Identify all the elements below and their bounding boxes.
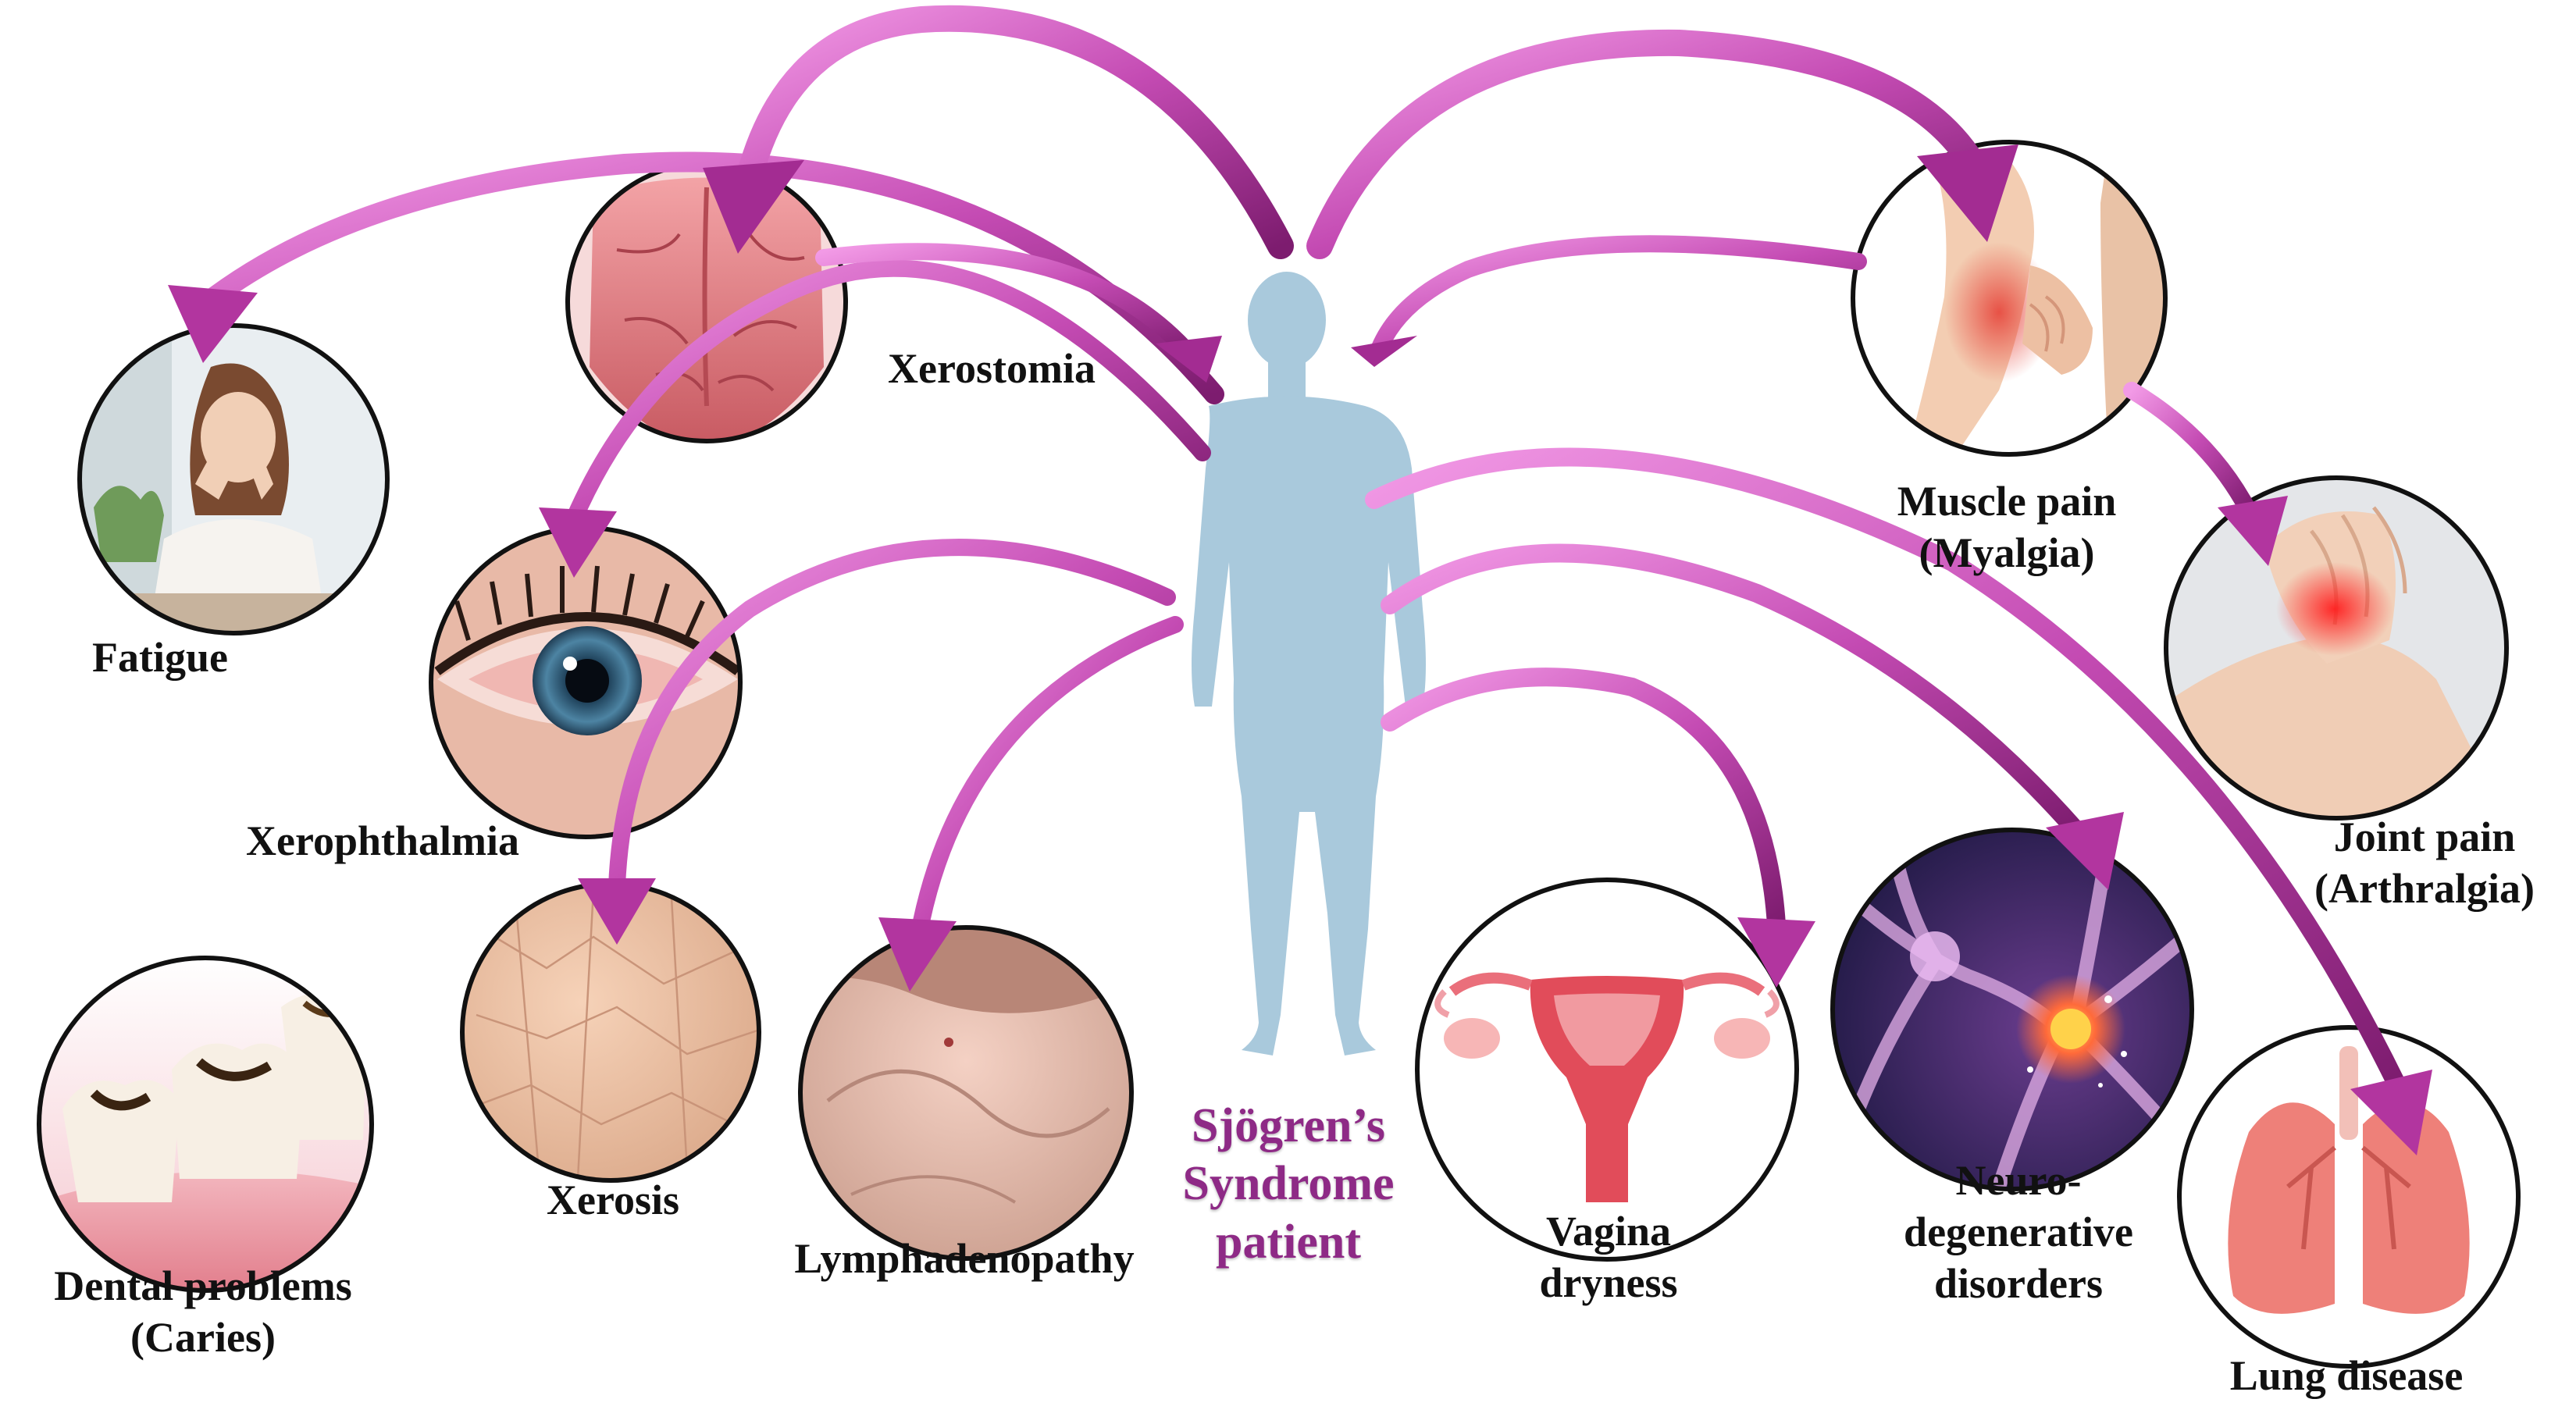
arrow-head-neuro	[2046, 812, 2124, 890]
neurodegenerative-image	[1830, 828, 2194, 1191]
human-body-silhouette	[1192, 272, 1426, 1056]
neuro-line-3: disorders	[1934, 1259, 2103, 1307]
label-lung: Lung disease	[2229, 1352, 2464, 1399]
muscle-pain-image	[1851, 140, 2168, 457]
xerostomia-image	[565, 161, 848, 443]
label-neuro: Neuro- degenerative disorders	[1890, 1155, 2147, 1310]
arrow-head-xerosis	[578, 878, 656, 945]
arrow-to-lymphadenopathy	[913, 616, 1184, 930]
label-lymphadenopathy: Lymphadenopathy	[794, 1235, 1135, 1282]
lymphadenopathy-image	[798, 925, 1134, 1261]
arrow-muscle-to-body	[1370, 235, 1867, 360]
label-muscle: Muscle pain (Myalgia)	[1870, 476, 2143, 579]
joint-pain-image	[2164, 475, 2509, 821]
label-joint: Joint pain (Arthralgia)	[2280, 812, 2569, 915]
arrow-xerostomia-to-body	[815, 243, 1199, 364]
label-xerostomia: Xerostomia	[888, 345, 1096, 392]
muscle-line-1: Muscle pain	[1897, 478, 2117, 525]
dental-image	[37, 956, 374, 1293]
vagina-line-1: Vagina	[1545, 1208, 1672, 1255]
title-line-2: Syndrome	[1182, 1157, 1395, 1211]
neuro-line-1: Neuro-	[1955, 1157, 2082, 1204]
lung-disease-image	[2177, 1025, 2521, 1369]
title-line-1: Sjögren’s	[1192, 1099, 1385, 1152]
arrow-head-joint	[2218, 496, 2288, 566]
arrows-layer	[168, 5, 2432, 1155]
arrow-head-lung	[2350, 1070, 2432, 1155]
arrow-head-lymphadenopathy	[878, 917, 957, 991]
arrow-to-vagina	[1381, 668, 1786, 934]
dental-line-1: Dental problems	[54, 1262, 352, 1309]
arrow-to-lung	[1365, 447, 2407, 1095]
muscle-line-2: (Myalgia)	[1919, 529, 2095, 576]
arrow-head-xerophthalmia	[539, 507, 617, 578]
label-vagina: Vagina dryness	[1491, 1206, 1726, 1309]
label-xerophthalmia: Xerophthalmia	[245, 817, 520, 864]
arrow-head-vagina	[1737, 917, 1815, 988]
arrow-head-muscle	[1917, 144, 2018, 242]
arrow-to-neuro	[1381, 543, 2086, 841]
arrow-head-xerostomia	[703, 160, 804, 254]
arrow-head-body-left	[1156, 336, 1222, 383]
joint-line-2: (Arthralgia)	[2314, 864, 2535, 912]
arrow-head-body-right	[1351, 336, 1417, 367]
fatigue-image	[77, 323, 390, 635]
arrow-head-fatigue	[168, 285, 258, 363]
label-xerosis: Xerosis	[547, 1177, 679, 1223]
vagina-dryness-image	[1415, 878, 1799, 1262]
title-line-3: patient	[1216, 1215, 1361, 1269]
arrow-to-xerostomia	[736, 5, 1294, 259]
arrow-to-xerosis	[608, 539, 1176, 895]
arrow-muscle-to-joint	[2123, 382, 2257, 520]
xerophthalmia-image	[429, 525, 743, 839]
label-dental: Dental problems (Caries)	[23, 1261, 383, 1364]
vagina-line-2: dryness	[1539, 1258, 1678, 1306]
dental-line-2: (Caries)	[130, 1313, 276, 1361]
joint-line-1: Joint pain	[2333, 813, 2516, 860]
diagram-title: Sjögren’s Syndrome patient	[1175, 1097, 1402, 1271]
arrow-to-muscle	[1306, 29, 1981, 259]
arrow-to-xerophthalmia	[565, 259, 1211, 528]
label-fatigue: Fatigue	[92, 634, 228, 681]
neuro-line-2: degenerative	[1904, 1208, 2133, 1255]
